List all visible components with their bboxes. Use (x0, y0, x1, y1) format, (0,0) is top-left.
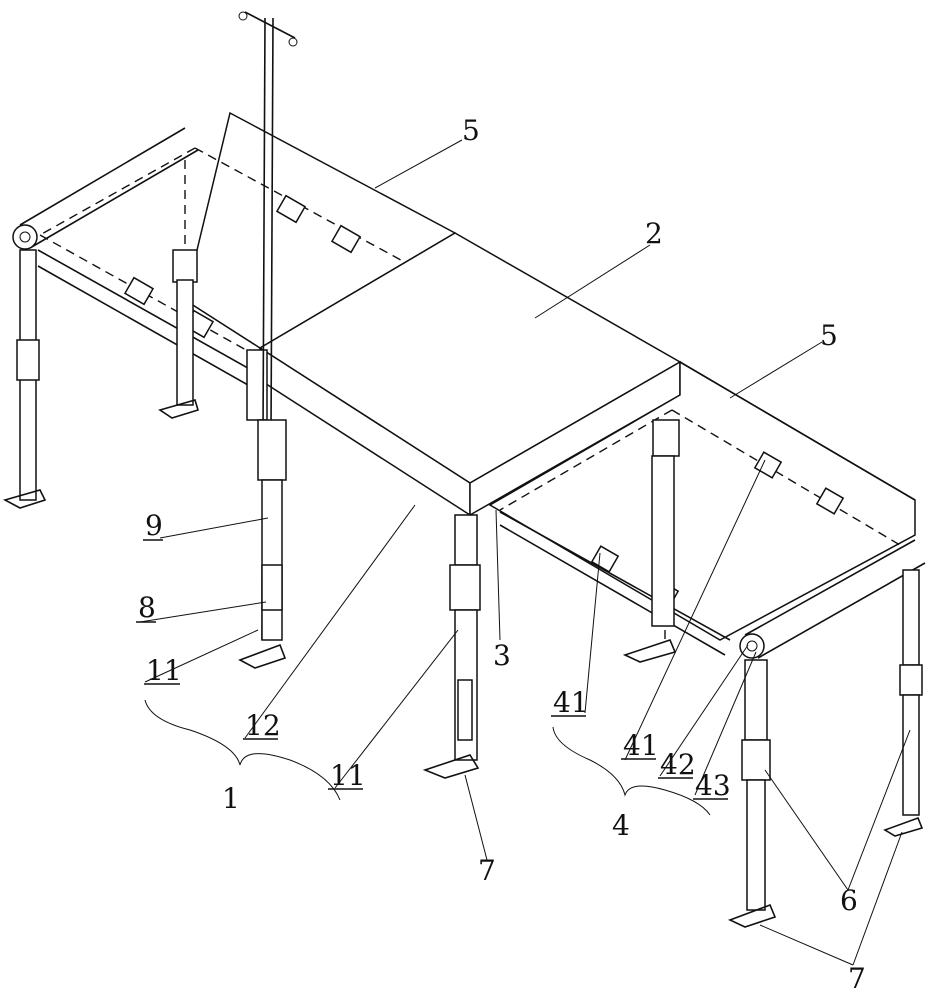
label-3: 3 (493, 639, 511, 672)
reference-numerals: 5 2 5 9 8 11 12 11 1 3 41 41 42 43 4 7 6… (136, 114, 866, 995)
label-5-right: 5 (820, 319, 838, 352)
label-2: 2 (645, 217, 663, 250)
right-roller (739, 539, 926, 659)
left-roller (12, 127, 256, 386)
label-43: 43 (695, 769, 731, 802)
legs (2, 249, 924, 928)
label-11-right: 11 (330, 759, 366, 792)
label-4: 4 (612, 809, 630, 842)
label-7-right: 7 (848, 962, 866, 995)
label-11-left: 11 (146, 654, 182, 687)
label-41-right: 41 (623, 729, 659, 762)
label-8: 8 (138, 591, 156, 624)
label-1: 1 (222, 782, 240, 815)
label-6: 6 (840, 884, 858, 917)
leader-lines (139, 139, 911, 966)
label-12: 12 (245, 709, 281, 742)
label-42: 42 (660, 748, 696, 781)
label-7-center: 7 (478, 854, 496, 887)
center-board (246, 232, 682, 517)
label-5-left: 5 (462, 114, 480, 147)
label-41-left: 41 (553, 686, 589, 719)
label-9: 9 (145, 509, 163, 542)
